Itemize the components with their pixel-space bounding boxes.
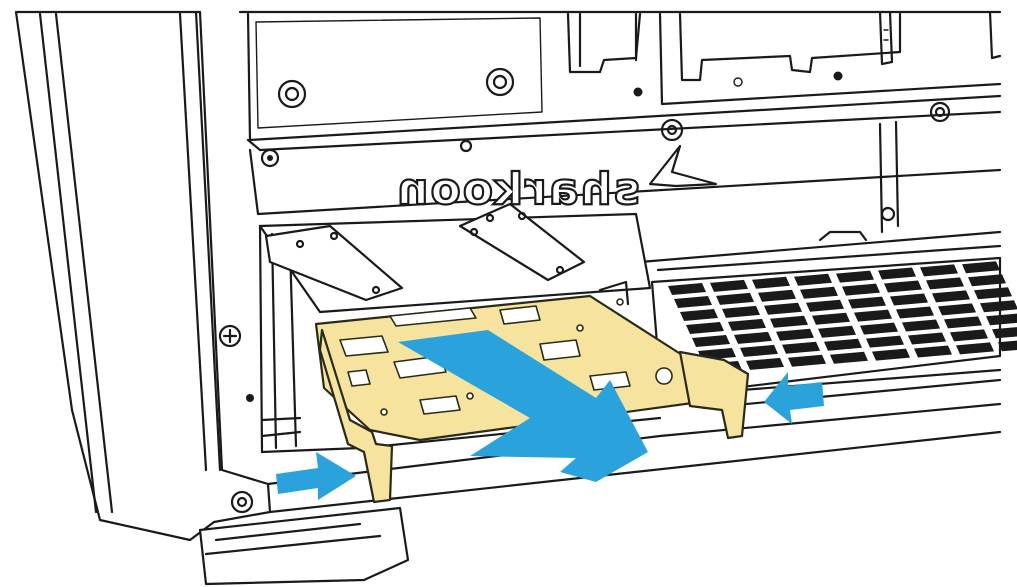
brand-logo: sharkoon [394,163,641,216]
mesh-cell [764,302,802,315]
mesh-cell [944,316,982,329]
mesh-cell [890,293,928,306]
mesh-cell [800,286,838,299]
mesh-cell [842,283,880,296]
shark-fin-icon [648,144,718,188]
mesh-cell [860,322,898,335]
tray-cutout [499,305,541,325]
mesh-cell [968,274,1006,287]
mesh-cell [752,276,790,289]
mesh-cell [938,303,976,316]
tray-hole [466,392,474,400]
tray-hole [576,324,584,332]
mesh-cell [974,287,1012,300]
mesh-cell [722,305,760,318]
mesh-cell [950,329,988,342]
mesh-cell [746,357,784,370]
mesh-cell [716,292,754,305]
tray-cutout [389,307,477,327]
tray-cutout [339,335,389,357]
mesh-cell [914,345,952,358]
mesh-cell [992,327,1017,339]
tray-release-tab-left[interactable] [318,328,394,504]
case-back-panel [238,10,1002,216]
mesh-cell [680,309,718,321]
tray-screw [655,367,673,385]
mesh-cell [788,354,826,367]
brand-logo-text: sharkoon [395,164,640,215]
mesh-cell [902,319,940,332]
mesh-cell [770,315,808,328]
tray-hole [616,298,624,306]
arrow-right-icon [276,452,356,500]
mesh-cell [758,289,796,302]
arrow-pull-out-icon [398,330,648,482]
mesh-cell [872,348,910,361]
mesh-cell [668,283,706,295]
mesh-cell [824,338,862,351]
mesh-cell [830,351,868,364]
mesh-cell [674,296,712,308]
mesh-cell [818,325,856,338]
mesh-cell [782,341,820,354]
mesh-cell [908,332,946,345]
mesh-cell [812,312,850,325]
mesh-cell [866,335,904,348]
tray-cutout [347,369,371,387]
mesh-cell [932,290,970,303]
mesh-cell [692,335,730,347]
mesh-cell [806,299,844,312]
mesh-cell [884,280,922,293]
mesh-cell [836,270,874,283]
tray-hole [380,408,388,416]
arrow-left-icon [764,372,824,424]
case-front-frame [14,10,410,586]
mesh-cell [734,331,772,344]
drive-cage [258,202,652,454]
mesh-cell [710,279,748,292]
tray-cutout [419,395,461,415]
tray-cutout [539,339,581,361]
mesh-cell [998,340,1017,352]
mesh-cell [686,322,724,334]
mesh-cell [848,296,886,309]
mesh-cell [728,318,766,331]
mesh-cell [986,313,1017,326]
mesh-cell [854,309,892,322]
mesh-cell [980,300,1017,313]
mesh-cell [878,267,916,280]
mesh-cell [926,277,964,290]
mesh-cell [956,342,994,355]
mesh-cell [794,273,832,286]
mesh-cell [776,328,814,341]
tray-release-tab-right[interactable] [678,350,750,440]
mesh-cell [896,306,934,319]
mesh-cell [920,264,958,277]
mesh-cell [962,261,1000,274]
mesh-cell [740,344,778,357]
